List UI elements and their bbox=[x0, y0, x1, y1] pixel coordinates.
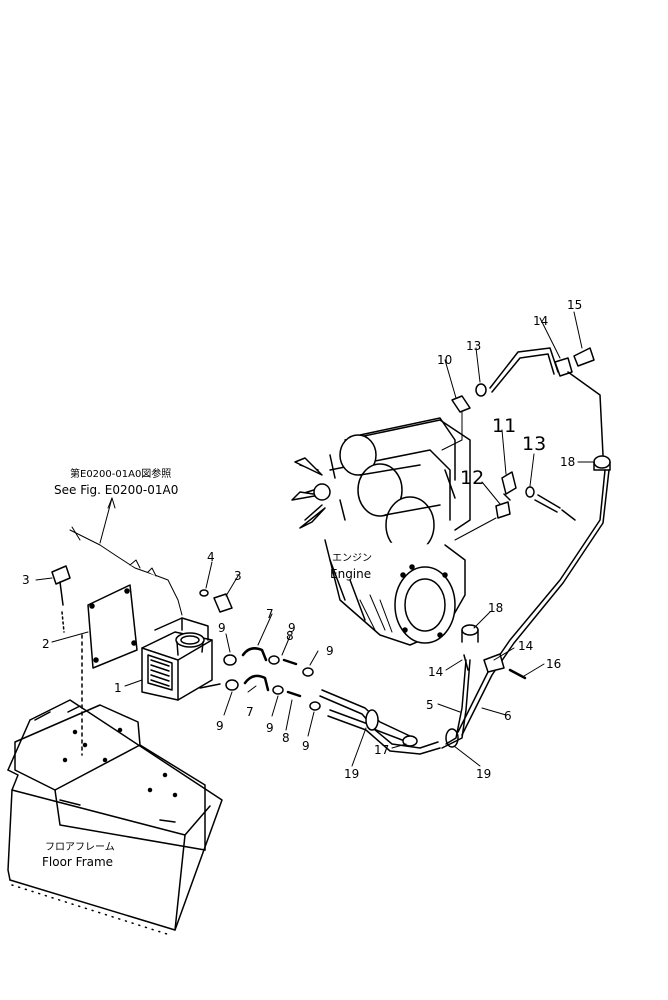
callout-3-left: 3 bbox=[22, 573, 30, 587]
text-labels: 第E0200-01A0図参照 See Fig. E0200-01A0 エンジン … bbox=[42, 467, 372, 869]
callout-19-right: 19 bbox=[476, 767, 491, 781]
callout-19-left: 19 bbox=[344, 767, 359, 781]
callout-7-lower: 7 bbox=[246, 705, 254, 719]
bracket-plate bbox=[81, 584, 138, 756]
callout-4: 4 bbox=[207, 550, 215, 564]
heater-unit bbox=[141, 617, 221, 701]
heater-hoses bbox=[319, 469, 610, 755]
callout-numbers: 1 2 3 3 4 5 6 7 7 8 8 9 9 9 9 9 9 10 11 … bbox=[22, 298, 582, 781]
bolt-left bbox=[51, 565, 71, 633]
floor-frame bbox=[7, 699, 223, 936]
floor-frame-label-jp: フロアフレーム bbox=[45, 841, 115, 853]
callout-12: 12 bbox=[460, 467, 484, 489]
callout-15: 15 bbox=[567, 298, 582, 312]
callout-10: 10 bbox=[437, 353, 452, 367]
callout-7-upper: 7 bbox=[266, 607, 274, 621]
callout-9-d: 9 bbox=[216, 719, 224, 733]
callout-6: 6 bbox=[504, 709, 512, 723]
callout-13-upper: 13 bbox=[466, 339, 481, 353]
engine-hoses bbox=[441, 347, 611, 541]
callout-16: 16 bbox=[546, 657, 561, 671]
callout-8-lower: 8 bbox=[282, 731, 290, 745]
see-figure-label-jp: 第E0200-01A0図参照 bbox=[70, 467, 171, 480]
see-figure-label-en: See Fig. E0200-01A0 bbox=[54, 483, 178, 497]
callout-11: 11 bbox=[492, 415, 516, 437]
callout-9-e: 9 bbox=[266, 721, 274, 735]
engine-label-en: Engine bbox=[330, 567, 371, 581]
callout-1: 1 bbox=[114, 681, 122, 695]
callout-9-b: 9 bbox=[288, 621, 296, 635]
callout-8-upper: 8 bbox=[286, 629, 294, 643]
hose-fittings bbox=[199, 589, 321, 711]
callout-2: 2 bbox=[42, 637, 50, 651]
callout-9-f: 9 bbox=[302, 739, 310, 753]
callout-18-upper: 18 bbox=[560, 455, 575, 469]
callout-9-c: 9 bbox=[326, 644, 334, 658]
engine-assembly bbox=[291, 417, 471, 646]
callout-14-left: 14 bbox=[428, 665, 443, 679]
callout-17: 17 bbox=[374, 743, 389, 757]
control-cable bbox=[69, 497, 183, 616]
callout-14-upper: 14 bbox=[533, 314, 548, 328]
callout-3-right: 3 bbox=[234, 569, 242, 583]
floor-frame-label-en: Floor Frame bbox=[42, 855, 113, 869]
callout-18-lower: 18 bbox=[488, 601, 503, 615]
leader-lines bbox=[35, 311, 595, 767]
callout-9-a: 9 bbox=[218, 621, 226, 635]
engine-label-jp: エンジン bbox=[332, 553, 372, 564]
callout-13-lower: 13 bbox=[522, 433, 546, 455]
callout-5: 5 bbox=[426, 698, 434, 712]
callout-14-right: 14 bbox=[518, 639, 533, 653]
